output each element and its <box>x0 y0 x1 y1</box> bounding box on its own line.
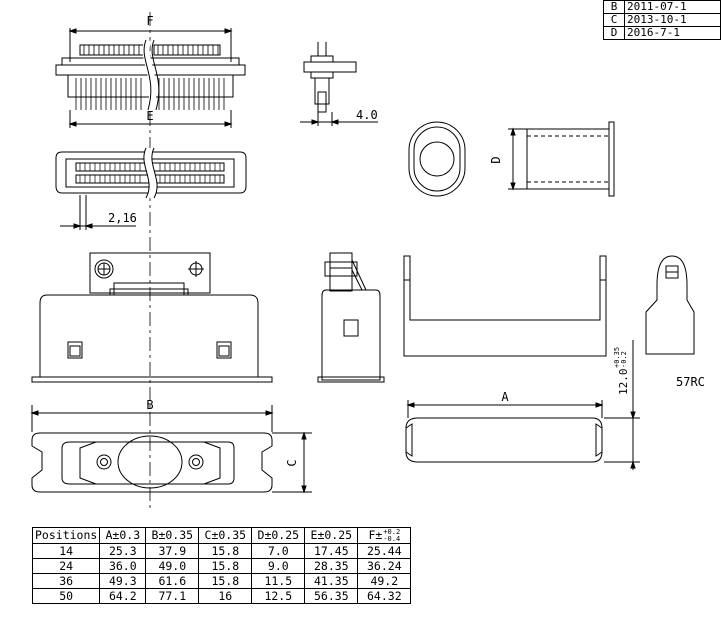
cap-side-view <box>508 121 615 197</box>
u-frame-view <box>403 255 607 357</box>
table-header-row: Positions A±0.3 B±0.35 C±0.35 D±0.25 E±0… <box>31 527 412 544</box>
cell-a: 25.3 <box>99 542 147 559</box>
header-positions: Positions <box>31 527 101 544</box>
cell-positions: 36 <box>31 572 101 589</box>
latch-clip-view <box>645 255 695 355</box>
cell-c: 15.8 <box>198 542 253 559</box>
label-height: 12.0 <box>617 369 630 396</box>
connector-top-view <box>30 405 312 494</box>
table-row: 36 49.3 61.6 15.8 11.5 41.35 49.2 <box>31 572 412 589</box>
label-f: F <box>146 14 153 28</box>
cell-d: 11.5 <box>251 572 306 589</box>
cell-e: 56.35 <box>304 587 359 604</box>
header-e: E±0.25 <box>304 527 359 544</box>
cell-d: 9.0 <box>251 557 306 574</box>
label-a: A <box>501 390 509 404</box>
cell-c: 15.8 <box>198 557 253 574</box>
latch-side-view <box>317 252 385 383</box>
header-f-tol-plus: +0.2 <box>383 527 401 536</box>
mating-face-view <box>55 146 247 230</box>
header-d: D±0.25 <box>251 527 306 544</box>
cap-front-view <box>408 121 466 197</box>
cell-d: 12.5 <box>251 587 306 604</box>
connector-front-view <box>31 252 273 383</box>
dimension-table: Positions A±0.3 B±0.35 C±0.35 D±0.25 E±0… <box>31 527 412 604</box>
cell-f: 36.24 <box>357 557 412 574</box>
cell-positions: 50 <box>31 587 101 604</box>
rev-date: 2016-7-1 <box>624 26 721 40</box>
label-b: B <box>146 398 153 412</box>
rev-date: 2013-10-1 <box>624 13 721 27</box>
cell-b: 49.0 <box>145 557 200 574</box>
front-view-top <box>55 28 246 128</box>
table-row: 14 25.3 37.9 15.8 7.0 17.45 25.44 <box>31 542 412 559</box>
label-height-tol-minus: -0.2 <box>620 351 628 368</box>
header-f-label: F± <box>368 528 383 542</box>
label-c: C <box>285 459 299 466</box>
header-f: F±+0.2-0.4 <box>357 527 412 544</box>
rev-date: 2011-07-1 <box>624 0 721 14</box>
cell-positions: 24 <box>31 557 101 574</box>
side-view-small <box>300 42 378 126</box>
header-f-tol-minus: -0.4 <box>383 534 401 543</box>
cell-b: 61.6 <box>145 572 200 589</box>
cell-a: 36.0 <box>99 557 147 574</box>
cell-e: 28.35 <box>304 557 359 574</box>
cover-side-view <box>405 340 640 470</box>
cell-positions: 14 <box>31 542 101 559</box>
cell-a: 49.3 <box>99 572 147 589</box>
cell-c: 15.8 <box>198 572 253 589</box>
header-b: B±0.35 <box>145 527 200 544</box>
label-height-tol-plus: +0.35 <box>613 347 621 368</box>
rev-letter: B <box>603 0 625 14</box>
cell-a: 64.2 <box>99 587 147 604</box>
rev-letter: C <box>603 13 625 27</box>
cell-f: 25.44 <box>357 542 412 559</box>
label-d: D <box>489 156 503 163</box>
header-a: A±0.3 <box>99 527 147 544</box>
header-c: C±0.35 <box>198 527 253 544</box>
label-pitch: 2,16 <box>108 211 137 225</box>
cell-d: 7.0 <box>251 542 306 559</box>
header-f-tolerance: +0.2-0.4 <box>383 527 401 543</box>
cell-e: 17.45 <box>304 542 359 559</box>
table-row: 24 36.0 49.0 15.8 9.0 28.35 36.24 <box>31 557 412 574</box>
cell-f: 49.2 <box>357 572 412 589</box>
label-dim-4: 4.0 <box>356 108 378 122</box>
cell-b: 77.1 <box>145 587 200 604</box>
table-row: 50 64.2 77.1 16 12.5 56.35 64.32 <box>31 587 412 604</box>
cell-c: 16 <box>198 587 253 604</box>
cell-b: 37.9 <box>145 542 200 559</box>
label-e: E <box>146 109 153 123</box>
label-model: 57RC <box>676 375 705 389</box>
rev-letter: D <box>603 26 625 40</box>
cell-f: 64.32 <box>357 587 412 604</box>
cell-e: 41.35 <box>304 572 359 589</box>
